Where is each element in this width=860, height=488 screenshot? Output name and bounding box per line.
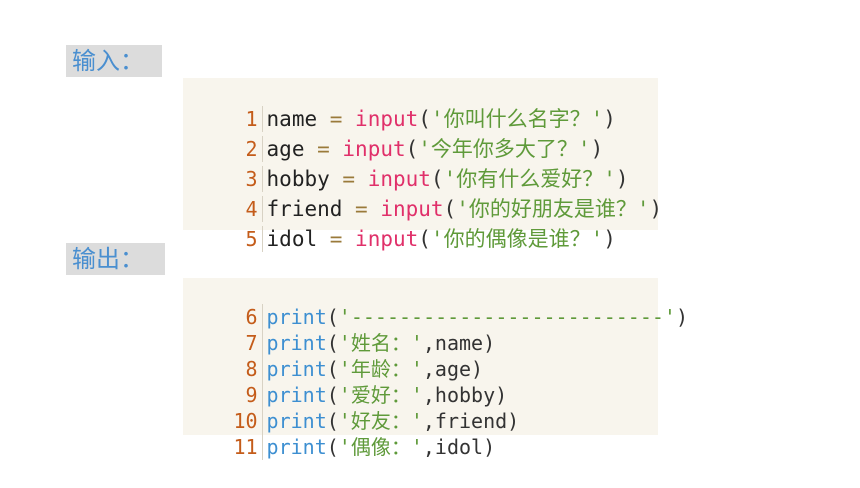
input-section-label: 输入： bbox=[66, 45, 162, 77]
assignment-operator: = bbox=[317, 107, 356, 131]
line-number: 5 bbox=[245, 227, 258, 251]
line-number: 10 bbox=[233, 409, 258, 433]
gutter-divider bbox=[261, 382, 263, 408]
gutter-divider bbox=[261, 330, 263, 356]
line-number: 11 bbox=[233, 435, 258, 459]
variable-name: age bbox=[266, 137, 305, 161]
gutter-divider bbox=[261, 166, 263, 192]
open-paren: ( bbox=[326, 409, 339, 433]
close-paren: ) bbox=[603, 227, 616, 251]
line-number: 9 bbox=[245, 383, 258, 407]
open-paren: ( bbox=[443, 197, 457, 221]
variable-name: hobby bbox=[266, 167, 330, 191]
code-line: 11 print('偶像：',idol) bbox=[183, 408, 658, 460]
line-number: 8 bbox=[245, 357, 258, 381]
print-function: print bbox=[266, 435, 327, 459]
line-number: 6 bbox=[245, 305, 258, 329]
gutter-divider bbox=[261, 434, 263, 460]
assignment-operator: = bbox=[317, 227, 356, 251]
print-arguments: ,hobby) bbox=[422, 383, 508, 407]
string-literal: '--------------------------' bbox=[338, 305, 676, 329]
string-literal: '你有什么爱好？' bbox=[443, 167, 616, 191]
gutter-divider bbox=[261, 106, 263, 132]
open-paren: ( bbox=[430, 167, 444, 191]
open-paren: ( bbox=[326, 305, 339, 329]
open-paren: ( bbox=[326, 383, 339, 407]
print-function: print bbox=[266, 331, 327, 355]
input-function: input bbox=[355, 227, 419, 251]
print-arguments: ,friend) bbox=[422, 409, 520, 433]
string-literal: '你的好朋友是谁？' bbox=[456, 197, 650, 221]
input-function: input bbox=[355, 107, 419, 131]
print-function: print bbox=[266, 357, 327, 381]
print-function: print bbox=[266, 383, 327, 407]
output-section-label: 输出： bbox=[66, 243, 165, 275]
open-paren: ( bbox=[326, 331, 339, 355]
assignment-operator: = bbox=[329, 167, 368, 191]
input-function: input bbox=[367, 167, 431, 191]
open-paren: ( bbox=[418, 107, 431, 131]
line-number: 2 bbox=[245, 137, 258, 161]
line-number: 3 bbox=[245, 167, 258, 191]
assignment-operator: = bbox=[304, 137, 343, 161]
close-paren: ) bbox=[590, 137, 604, 161]
code-line: 1 name = input('你叫什么名字？') bbox=[183, 80, 658, 132]
print-arguments: ,idol) bbox=[422, 435, 496, 459]
gutter-divider bbox=[261, 226, 263, 252]
string-literal: '年龄：' bbox=[338, 357, 423, 381]
print-function: print bbox=[266, 409, 327, 433]
print-function: print bbox=[266, 305, 327, 329]
line-number: 7 bbox=[245, 331, 258, 355]
open-paren: ( bbox=[405, 137, 419, 161]
string-literal: '你叫什么名字？' bbox=[430, 107, 604, 131]
open-paren: ( bbox=[418, 227, 431, 251]
string-literal: '今年你多大了？' bbox=[418, 137, 591, 161]
gutter-divider bbox=[261, 304, 263, 330]
print-arguments: ,name) bbox=[422, 331, 496, 355]
code-line: 6 print('--------------------------') bbox=[183, 278, 688, 330]
string-literal: '你的偶像是谁？' bbox=[430, 227, 604, 251]
line-number: 4 bbox=[245, 197, 258, 221]
code-line: 7 print('姓名：',name) bbox=[183, 304, 658, 356]
code-line: 10 print('好友：',friend) bbox=[183, 382, 658, 434]
string-literal: '姓名：' bbox=[338, 331, 423, 355]
gutter-divider bbox=[261, 408, 263, 434]
close-paren: ) bbox=[615, 167, 629, 191]
string-literal: '爱好：' bbox=[338, 383, 423, 407]
gutter-divider bbox=[261, 356, 263, 382]
close-paren: ) bbox=[603, 107, 616, 131]
print-arguments: ) bbox=[675, 305, 688, 329]
close-paren: ) bbox=[649, 197, 663, 221]
code-line: 8 print('年龄：',age) bbox=[183, 330, 658, 382]
input-function: input bbox=[342, 137, 406, 161]
print-arguments: ,age) bbox=[422, 357, 484, 381]
variable-name: idol bbox=[266, 227, 318, 251]
input-function: input bbox=[380, 197, 444, 221]
variable-name: name bbox=[266, 107, 318, 131]
code-line: 9 print('爱好：',hobby) bbox=[183, 356, 658, 408]
open-paren: ( bbox=[326, 435, 339, 459]
variable-name: friend bbox=[266, 197, 343, 221]
open-paren: ( bbox=[326, 357, 339, 381]
gutter-divider bbox=[261, 196, 263, 222]
line-number: 1 bbox=[245, 107, 258, 131]
gutter-divider bbox=[261, 136, 263, 162]
string-literal: '偶像：' bbox=[338, 435, 423, 459]
assignment-operator: = bbox=[342, 197, 381, 221]
string-literal: '好友：' bbox=[338, 409, 423, 433]
